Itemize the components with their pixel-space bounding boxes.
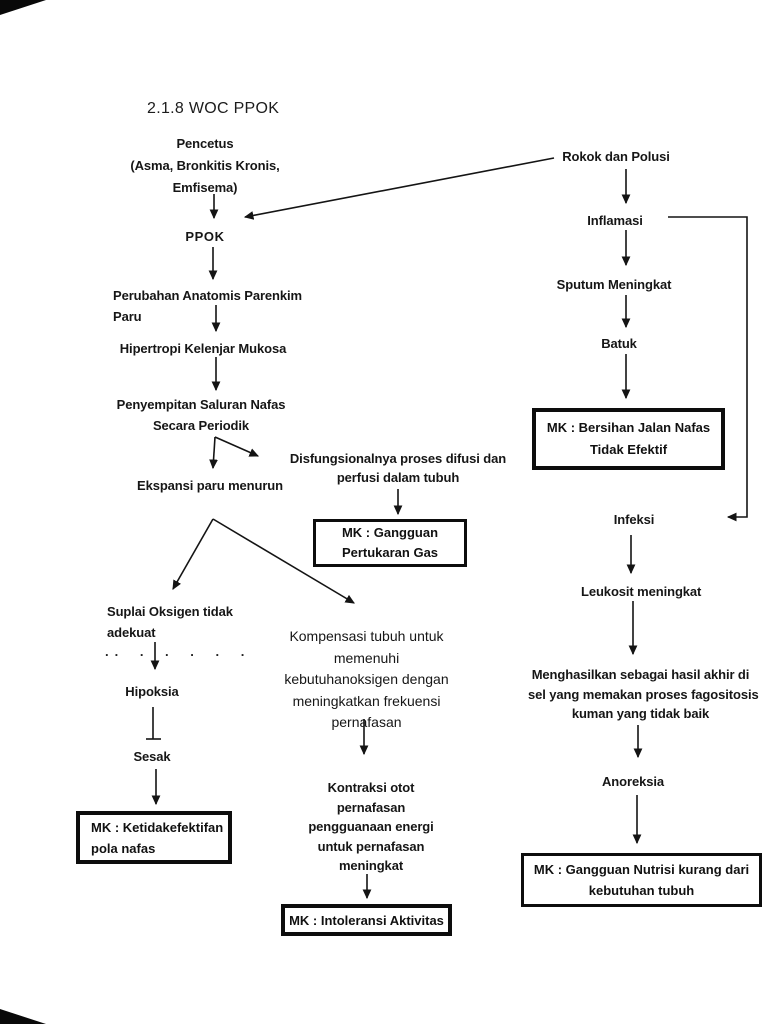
node-inflamasi: Inflamasi: [587, 213, 643, 228]
arrow-branch-suplai: [172, 518, 214, 590]
arrow-rokok-ppok-diagonal: [243, 157, 555, 220]
mk-box-bersihan-jalan-nafas: MK : Bersihan Jalan Nafas Tidak Efektif: [532, 408, 725, 470]
mk-box-ketidakefektifan-pola-nafas: MK : Ketidakefektifan pola nafas: [76, 811, 232, 864]
node-perubahan-anatomis: Perubahan Anatomis Parenkim Paru: [113, 288, 302, 324]
mk-box-gangguan-nutrisi: MK : Gangguan Nutrisi kurang dari kebutu…: [521, 853, 762, 907]
node-disfungsional: Disfungsionalnya proses difusi dan perfu…: [289, 451, 507, 485]
node-anoreksia: Anoreksia: [602, 774, 664, 789]
node-leukosit: Leukosit meningkat: [581, 584, 702, 599]
node-ppok: PPOK: [185, 229, 225, 244]
dotted-separator: .. . . . . .: [105, 644, 251, 659]
node-batuk: Batuk: [601, 336, 637, 351]
node-kontraksi: Kontraksi otot pernafasan pengguanaan en…: [308, 780, 434, 873]
arrow-penyempitan-disfungsional: [214, 436, 260, 457]
node-penyempitan: Penyempitan Saluran Nafas Secara Periodi…: [116, 397, 286, 433]
mk-box-gangguan-pertukaran-gas: MK : Gangguan Pertukaran Gas: [313, 519, 467, 567]
node-hipertropi: Hipertropi Kelenjar Mukosa: [119, 341, 287, 356]
node-hipoksia: Hipoksia: [125, 684, 179, 699]
node-menghasilkan: Menghasilkan sebagai hasil akhir di sel …: [528, 667, 759, 721]
node-pencetus: Pencetus (Asma, Bronkitis Kronis, Emfise…: [130, 136, 280, 195]
node-suplai-oksigen: Suplai Oksigen tidak adekuat: [107, 604, 233, 640]
node-ekspansi: Ekspansi paru menurun: [137, 478, 283, 493]
mk-box-intoleransi-aktivitas: MK : Intoleransi Aktivitas: [281, 904, 452, 936]
arrow-branch-kompensasi: [212, 518, 355, 604]
node-sesak: Sesak: [133, 749, 171, 764]
page-title: 2.1.8 WOC PPOK: [147, 100, 280, 117]
arrow-inflamasi-infeksi-elbow: [668, 216, 748, 522]
node-infeksi: Infeksi: [613, 512, 655, 527]
node-kompensasi: Kompensasi tubuh untuk memenuhi kebutuha…: [284, 628, 449, 730]
node-rokok-polusi: Rokok dan Polusi: [562, 149, 670, 164]
arrow-penyempitan-ekspansi: [209, 436, 218, 470]
node-sputum: Sputum Meningkat: [556, 277, 672, 292]
